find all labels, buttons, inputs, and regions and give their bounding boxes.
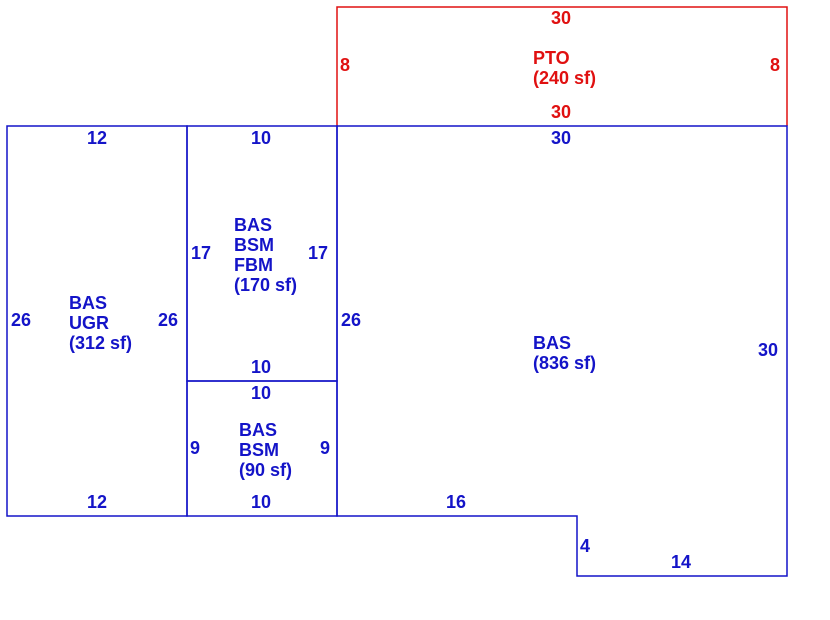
pto-bottom-dim: 30 xyxy=(550,102,572,122)
bsm-left-dim: 9 xyxy=(190,438,201,458)
fbm-left-dim: 17 xyxy=(191,243,212,263)
main-bottom-dim: 16 xyxy=(445,492,467,512)
pto-left-dim: 8 xyxy=(340,55,351,75)
fbm-right-dim: 17 xyxy=(308,243,329,263)
fbm-top-dim: 10 xyxy=(250,128,272,148)
step-side-dim: 4 xyxy=(580,536,591,556)
pto-outline xyxy=(336,6,788,126)
pto-top-dim: 30 xyxy=(550,8,572,28)
pto-area-label: PTO(240 sf) xyxy=(533,48,597,88)
bsm-right-dim: 9 xyxy=(320,438,331,458)
bsm-top-dim: 10 xyxy=(250,383,272,403)
main-area-label: BAS(836 sf) xyxy=(533,333,597,373)
main-top-dim: 30 xyxy=(550,128,572,148)
ugr-left-dim: 26 xyxy=(11,310,32,330)
main-outline xyxy=(336,125,788,577)
main-right-dim: 30 xyxy=(758,340,779,360)
fbm-bottom-dim: 10 xyxy=(250,357,272,377)
pto-right-dim: 8 xyxy=(770,55,781,75)
ugr-bottom-dim: 12 xyxy=(86,492,108,512)
ugr-top-dim: 12 xyxy=(86,128,108,148)
bsm-bottom-dim: 10 xyxy=(250,492,272,512)
main-left-dim: 26 xyxy=(341,310,362,330)
step-bottom-dim: 14 xyxy=(670,552,692,572)
ugr-right-dim: 26 xyxy=(158,310,179,330)
